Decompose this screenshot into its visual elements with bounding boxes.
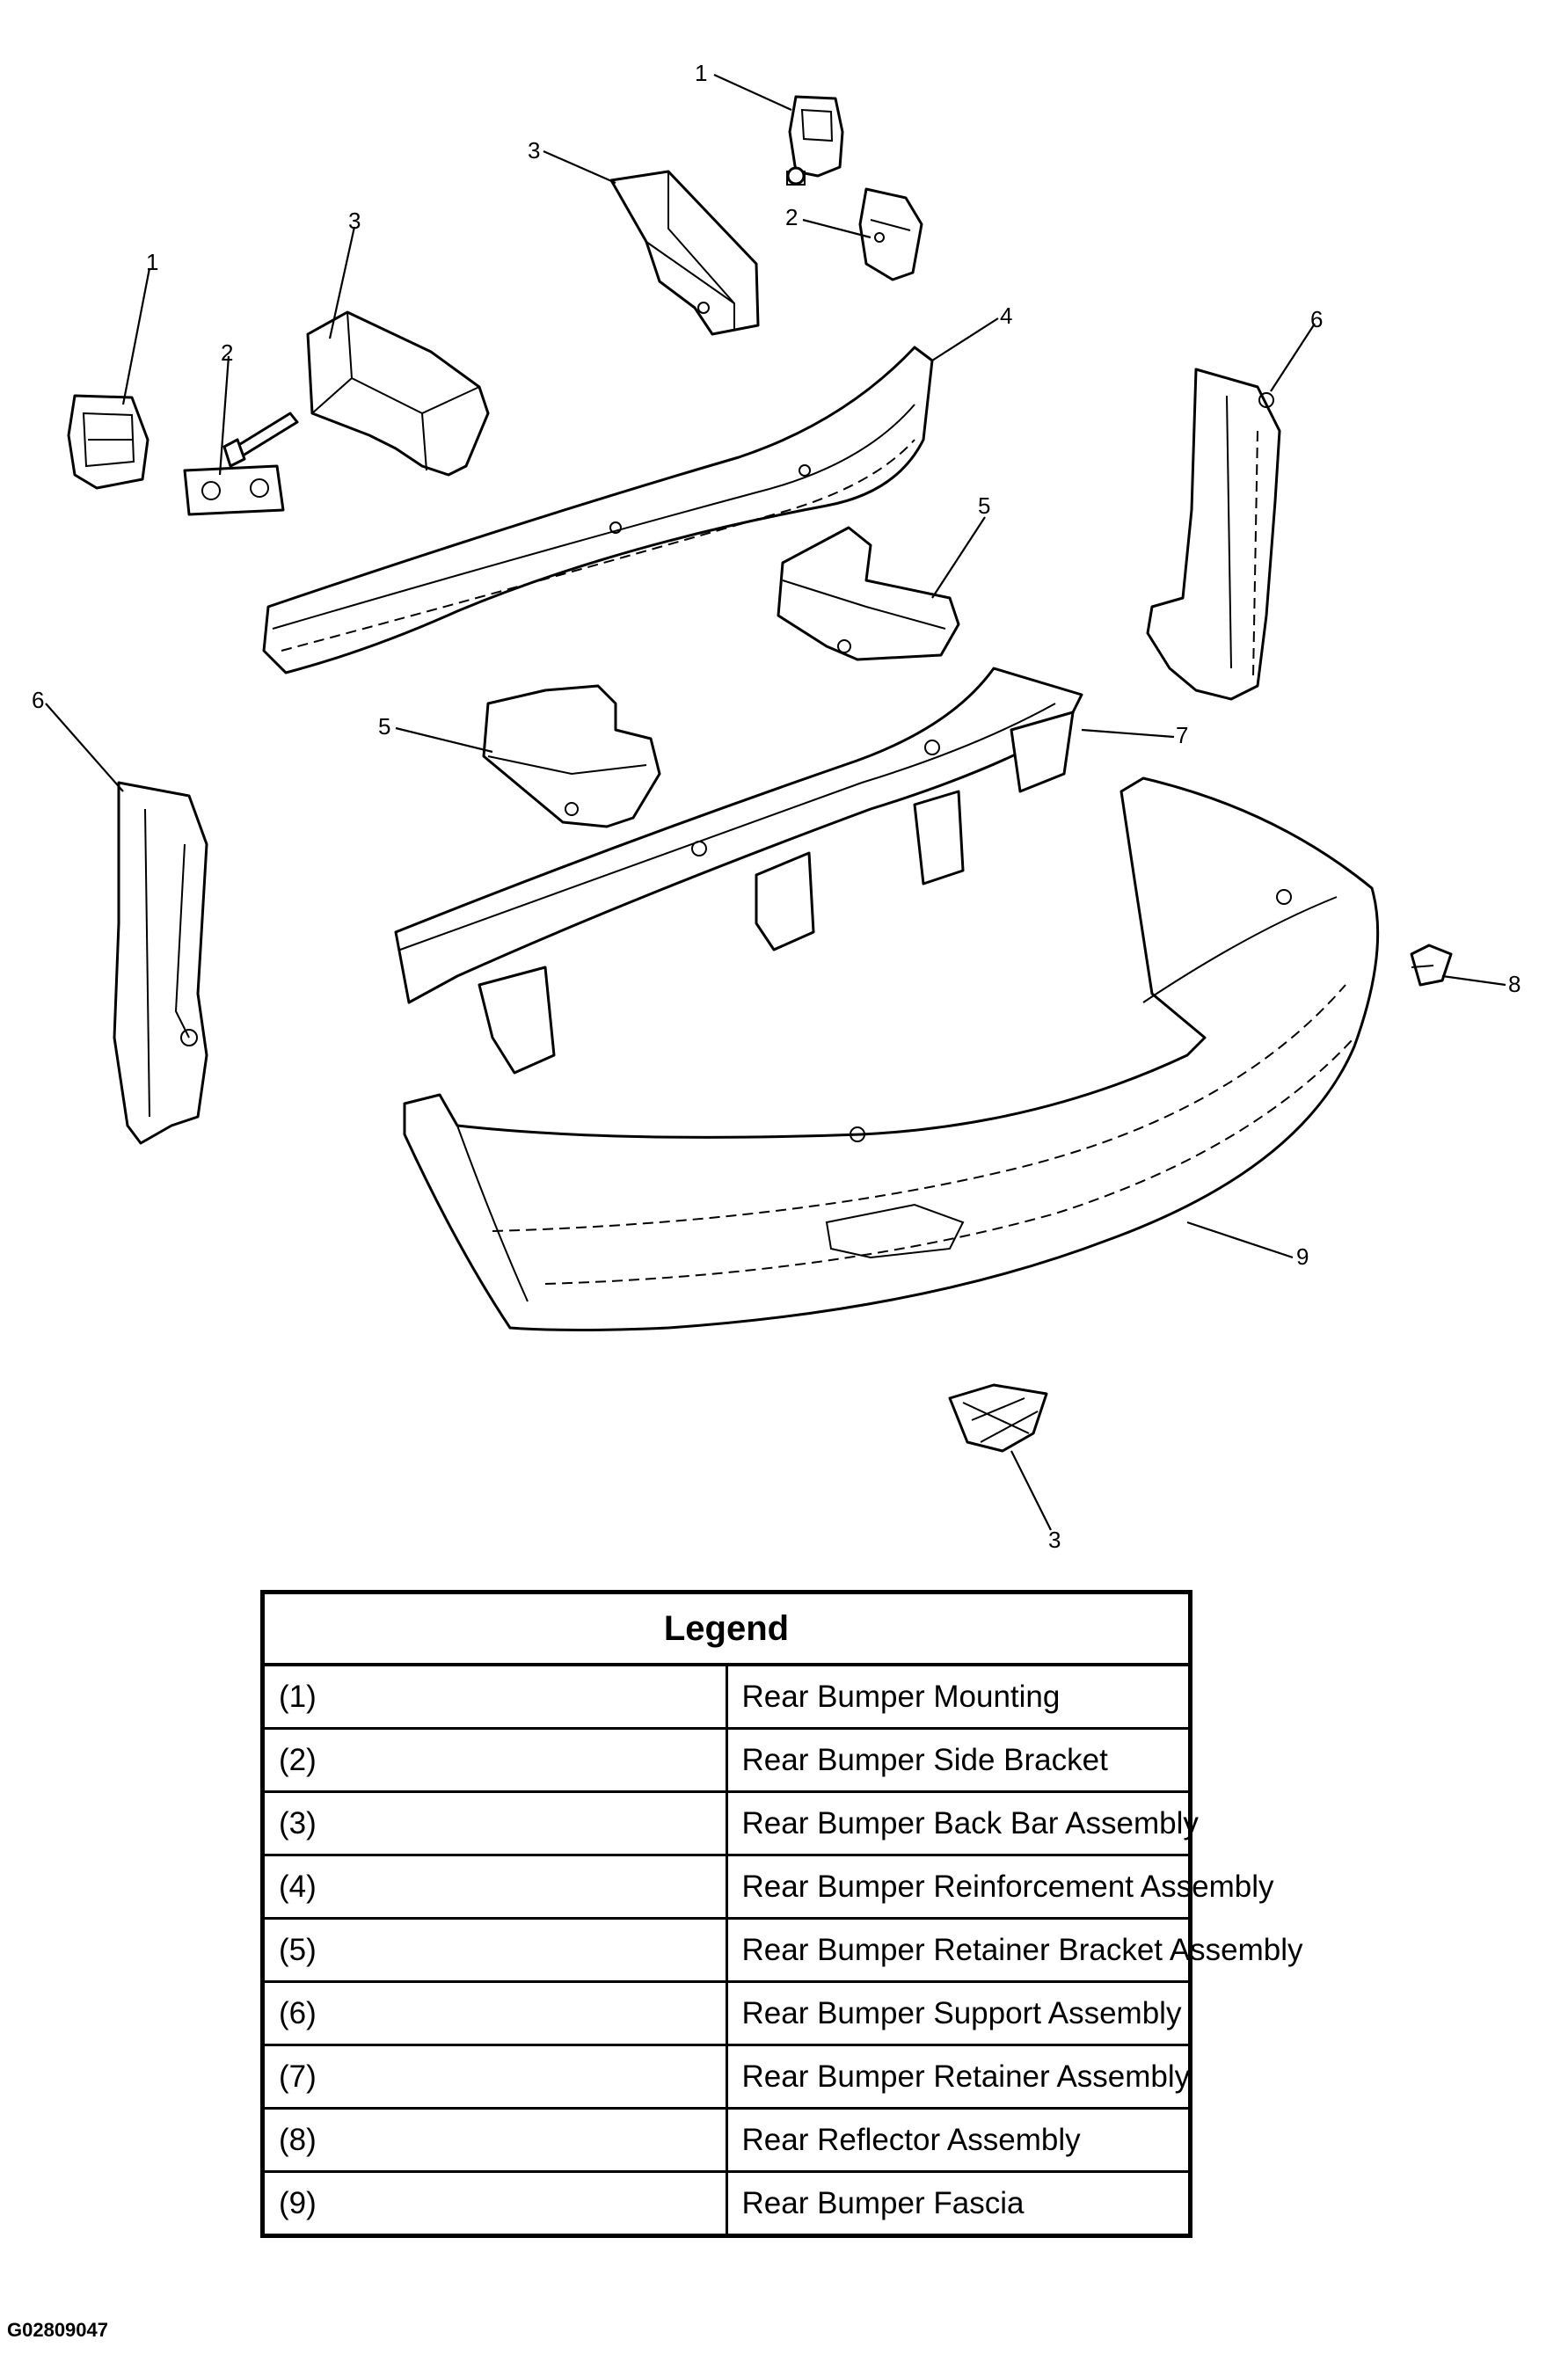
legend-row: (4) Rear Bumper Reinforcement Assembly <box>262 1854 1273 1919</box>
legend-header-row: Legend <box>262 1592 1191 1666</box>
callout-5: 5 <box>378 713 390 740</box>
exploded-parts-diagram: 1 3 2 1 3 2 4 6 5 6 5 7 8 9 3 <box>32 60 1521 1553</box>
callout-6: 6 <box>32 687 44 713</box>
legend-item-number: (9) <box>262 2170 728 2236</box>
legend-item-number: (7) <box>262 2044 728 2109</box>
part-rear-bumper-retainer-bracket-left <box>482 684 661 828</box>
callout-6: 6 <box>1310 306 1323 332</box>
legend-item-description: Rear Bumper Retainer Assembly <box>726 2044 1191 2109</box>
part-rear-bumper-retainer <box>394 667 1083 1075</box>
part-rear-bumper-support-left <box>113 781 208 1145</box>
legend-item-description: Rear Reflector Assembly <box>726 2107 1191 2172</box>
callout-8: 8 <box>1508 971 1521 997</box>
legend-table: Legend (1) Rear Bumper Mounting (2) Rear… <box>260 1590 1303 2238</box>
callout-3: 3 <box>1048 1527 1061 1553</box>
part-rear-bumper-side-bracket-left <box>183 464 285 516</box>
legend-title: Legend <box>262 1592 1191 1666</box>
legend-item-number: (4) <box>262 1854 728 1919</box>
callout-3: 3 <box>348 208 361 234</box>
part-rear-bumper-reinforcement <box>262 346 934 674</box>
callout-5: 5 <box>978 492 990 519</box>
leader-lines <box>45 73 1506 1531</box>
legend-row: (3) Rear Bumper Back Bar Assembly <box>262 1790 1199 1855</box>
part-rear-bumper-support-right <box>1146 368 1281 701</box>
figure-id: G02809047 <box>7 2319 108 2341</box>
part-rear-bumper-back-bar-top <box>609 170 760 336</box>
legend-item-description: Rear Bumper Mounting <box>726 1663 1191 1729</box>
legend-item-description: Rear Bumper Back Bar Assembly <box>726 1790 1199 1855</box>
legend-item-description: Rear Bumper Side Bracket <box>726 1727 1191 1792</box>
legend-item-number: (3) <box>262 1790 728 1855</box>
part-rear-reflector-small <box>1410 944 1453 987</box>
part-rear-bumper-fascia <box>403 776 1380 1331</box>
part-bolt <box>222 412 299 468</box>
callout-2: 2 <box>221 339 233 366</box>
part-rear-bumper-retainer-bracket-right <box>777 526 960 661</box>
legend-item-number: (5) <box>262 1917 728 1982</box>
legend-row: (2) Rear Bumper Side Bracket <box>262 1727 1191 1792</box>
callout-4: 4 <box>1000 303 1012 329</box>
legend-row: (9) Rear Bumper Fascia <box>262 2170 1191 2236</box>
legend-row: (5) Rear Bumper Retainer Bracket Assembl… <box>262 1917 1303 1982</box>
legend-row: (7) Rear Bumper Retainer Assembly <box>262 2044 1191 2109</box>
callout-2: 2 <box>785 204 798 230</box>
callout-1: 1 <box>146 249 158 275</box>
legend-row: (6) Rear Bumper Support Assembly <box>262 1980 1191 2045</box>
legend-item-number: (2) <box>262 1727 728 1792</box>
callout-7: 7 <box>1176 722 1188 748</box>
part-rear-bumper-mounting-right <box>786 95 844 186</box>
part-rear-bumper-back-bar-bottom <box>948 1383 1048 1453</box>
legend-item-description: Rear Bumper Retainer Bracket Assembly <box>726 1917 1303 1982</box>
legend-row: (8) Rear Reflector Assembly <box>262 2107 1191 2172</box>
part-rear-bumper-side-bracket-right <box>858 187 923 281</box>
callouts: 1 3 2 1 3 2 4 6 5 6 5 7 8 9 3 <box>32 60 1521 1553</box>
legend-item-description: Rear Bumper Reinforcement Assembly <box>726 1854 1273 1919</box>
legend-item-description: Rear Bumper Fascia <box>726 2170 1191 2236</box>
legend-item-description: Rear Bumper Support Assembly <box>726 1980 1191 2045</box>
callout-3: 3 <box>528 137 540 164</box>
callout-1: 1 <box>695 60 707 86</box>
part-rear-bumper-mounting-left <box>67 394 150 490</box>
legend-row: (1) Rear Bumper Mounting <box>262 1663 1191 1729</box>
legend-item-number: (1) <box>262 1663 728 1729</box>
legend-item-number: (8) <box>262 2107 728 2172</box>
legend-item-number: (6) <box>262 1980 728 2045</box>
part-rear-bumper-back-bar-left <box>306 310 490 477</box>
callout-9: 9 <box>1296 1243 1309 1270</box>
